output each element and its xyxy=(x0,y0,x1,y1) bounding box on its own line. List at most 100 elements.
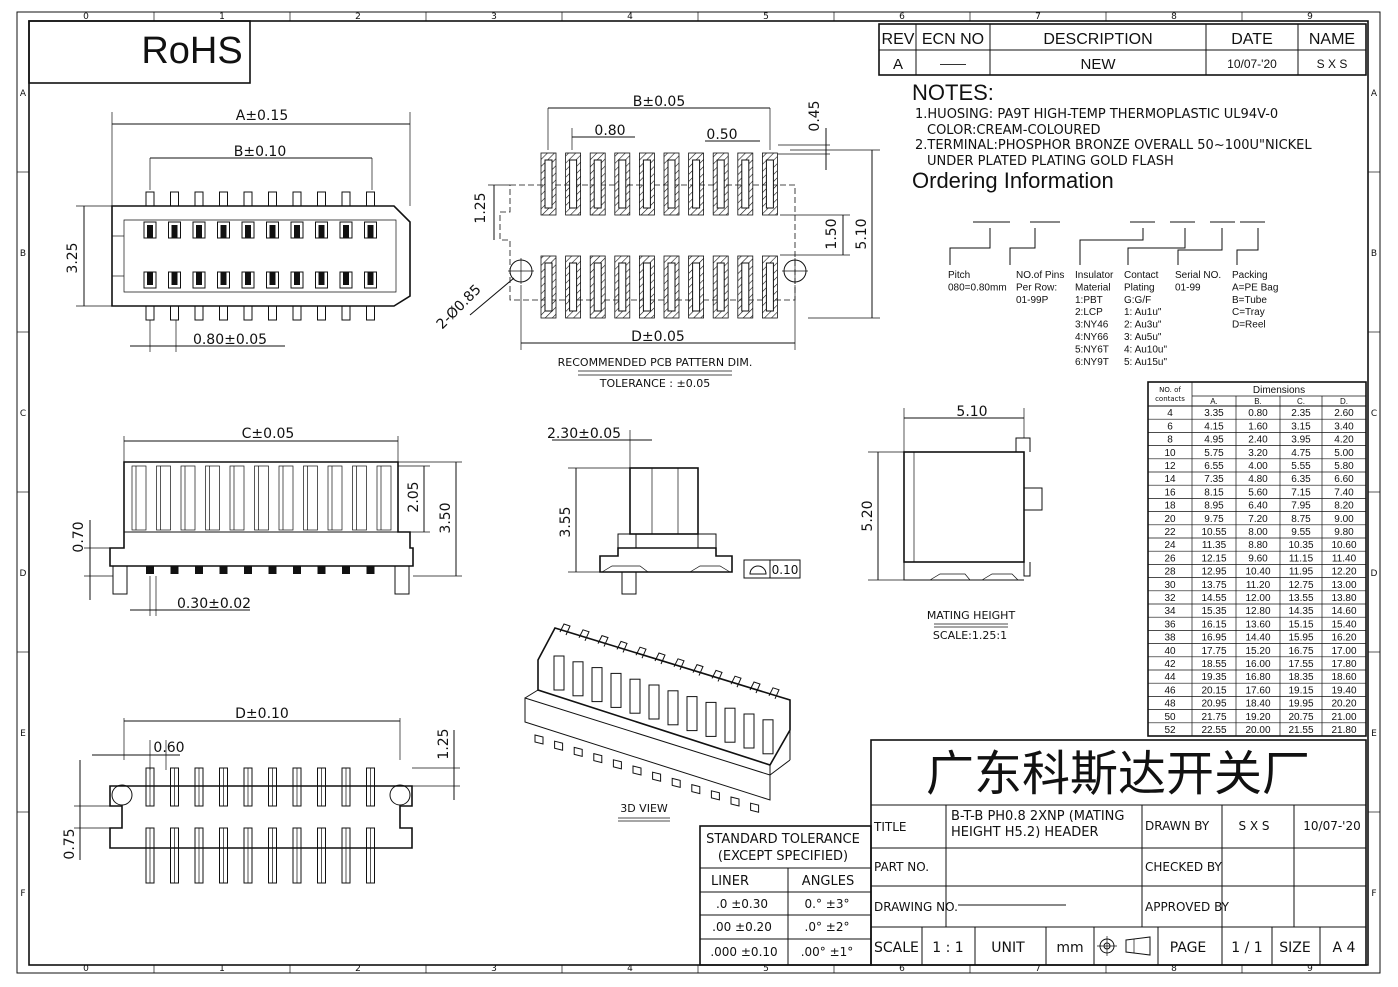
iso-bottom-lead xyxy=(554,740,564,751)
iso-rib xyxy=(553,655,565,691)
top-pin xyxy=(170,191,179,207)
table-cell: 14.55 xyxy=(1201,593,1226,604)
iso-bottom-lead xyxy=(750,802,760,813)
table-cell: 28 xyxy=(1164,567,1176,578)
bottom-dim-1-25: 1.25 xyxy=(436,728,452,759)
table-cell: 8.20 xyxy=(1334,501,1354,512)
table-cell: 8.15 xyxy=(1204,487,1224,498)
pcb-pad-window xyxy=(692,262,701,312)
rev-value-desc: NEW xyxy=(1081,56,1117,73)
top-pin xyxy=(170,305,179,321)
table-cell: 22.55 xyxy=(1201,725,1226,736)
table-cell: 18.40 xyxy=(1245,699,1270,710)
table-cell: 22 xyxy=(1164,527,1176,538)
top-contact-core xyxy=(245,272,251,285)
ordering-text: Insulator xyxy=(1075,270,1114,281)
table-cell: 9.60 xyxy=(1248,553,1268,564)
table-cell: 8 xyxy=(1167,435,1173,446)
ordering-text: 5: Au15u" xyxy=(1124,357,1167,368)
table-cell: 4.75 xyxy=(1291,448,1311,459)
table-cell: 16 xyxy=(1164,487,1176,498)
grid-row-label: B xyxy=(20,249,26,259)
rev-header-date: DATE xyxy=(1231,31,1272,48)
front-foot xyxy=(268,566,277,574)
table-cell: 2.35 xyxy=(1291,408,1311,419)
iso-rib xyxy=(667,690,679,726)
top-contact-core xyxy=(269,272,276,285)
top-contact-core xyxy=(318,225,325,238)
front-rib xyxy=(131,465,147,531)
table-cell: 5.75 xyxy=(1204,448,1224,459)
table-cell: 7.35 xyxy=(1204,474,1224,485)
table-cell: 20.95 xyxy=(1201,699,1226,710)
tolerance-angles: ANGLES xyxy=(802,874,854,889)
ordering-code-lines xyxy=(949,221,1265,265)
top-pin xyxy=(219,305,228,321)
table-cell: 10.60 xyxy=(1331,540,1356,551)
iso-rib xyxy=(686,696,698,732)
size-label: SIZE xyxy=(1279,940,1310,956)
front-foot xyxy=(146,566,154,574)
table-cell: 4.95 xyxy=(1204,435,1224,446)
grid-row-label: D xyxy=(1371,569,1378,579)
grid-row-label: A xyxy=(1371,89,1378,99)
iso-rib xyxy=(705,701,717,737)
table-cell: 6 xyxy=(1167,421,1173,432)
iso-rib xyxy=(629,678,641,714)
front-rib xyxy=(327,465,343,531)
mating-view: 5.10 5.20 MATING HEIGHT SCALE:1.25:1 xyxy=(860,404,1043,642)
iso-bottom-lead xyxy=(671,777,681,789)
mating-scale: SCALE:1.25:1 xyxy=(933,629,1007,642)
note-line-4: UNDER PLATED PLATING GOLD FLASH xyxy=(927,154,1174,169)
iso-bottom-lead xyxy=(730,796,740,807)
table-cell: 19.40 xyxy=(1331,685,1356,696)
front-foot xyxy=(317,566,326,574)
grid-col-label: 5 xyxy=(763,964,769,974)
front-foot xyxy=(366,566,375,574)
title-label: TITLE xyxy=(873,820,906,834)
pcb-pad-window xyxy=(741,159,750,209)
pcb-pad-window xyxy=(741,262,750,312)
front-dim-0-30: 0.30±0.02 xyxy=(177,596,251,612)
page-value: 1 / 1 xyxy=(1231,940,1262,956)
table-cell: 20.15 xyxy=(1201,685,1226,696)
tolerance-title-1: STANDARD TOLERANCE xyxy=(706,832,860,847)
top-contact-core xyxy=(245,225,251,238)
ordering-text: 2: Au3u" xyxy=(1124,320,1162,331)
side-view: 2.30±0.05 3.55 0.10 xyxy=(547,426,801,595)
front-rib xyxy=(156,465,171,531)
table-col-header: D. xyxy=(1340,397,1348,406)
table-cell: 14.60 xyxy=(1331,606,1356,617)
table-cell: 16.15 xyxy=(1201,619,1226,630)
iso-top-tooth xyxy=(654,652,666,665)
top-pin xyxy=(366,191,375,207)
drawing-no-label: DRAWING NO. xyxy=(874,900,958,914)
bottom-dim-d: D±0.10 xyxy=(235,706,289,722)
table-cell: 21.80 xyxy=(1331,725,1356,736)
table-col-header: C. xyxy=(1297,397,1305,406)
front-foot xyxy=(244,566,252,574)
dim-3-25: 3.25 xyxy=(65,242,81,273)
table-cell: 38 xyxy=(1164,633,1176,644)
unit-value: mm xyxy=(1056,940,1083,956)
top-contact-core xyxy=(269,225,276,238)
table-cell: 21.75 xyxy=(1201,712,1226,723)
ordering-text: 01-99 xyxy=(1175,282,1201,293)
table-cell: 32 xyxy=(1164,593,1176,604)
table-cell: 4 xyxy=(1167,408,1173,419)
grid-col-label: 8 xyxy=(1171,12,1177,22)
drawn-by-name: S X S xyxy=(1238,819,1269,833)
top-pin xyxy=(145,191,155,207)
table-cell: 3.15 xyxy=(1291,421,1311,432)
top-contact-core xyxy=(318,272,325,285)
grid-row-label: F xyxy=(1371,889,1376,899)
table-cell: 12.95 xyxy=(1201,567,1226,578)
top-contact-core xyxy=(343,225,349,238)
table-frame xyxy=(1147,381,1367,737)
top-pin xyxy=(268,191,277,207)
table-cell: 44 xyxy=(1164,672,1176,683)
ordering-text: Contact xyxy=(1124,270,1159,281)
grid-col-label: 6 xyxy=(899,964,905,974)
table-corner: NO. of xyxy=(1159,386,1181,394)
title-block: 广东科斯达开关厂 TITLE B-T-B PH0.8 2XNP (MATING … xyxy=(870,739,1367,966)
